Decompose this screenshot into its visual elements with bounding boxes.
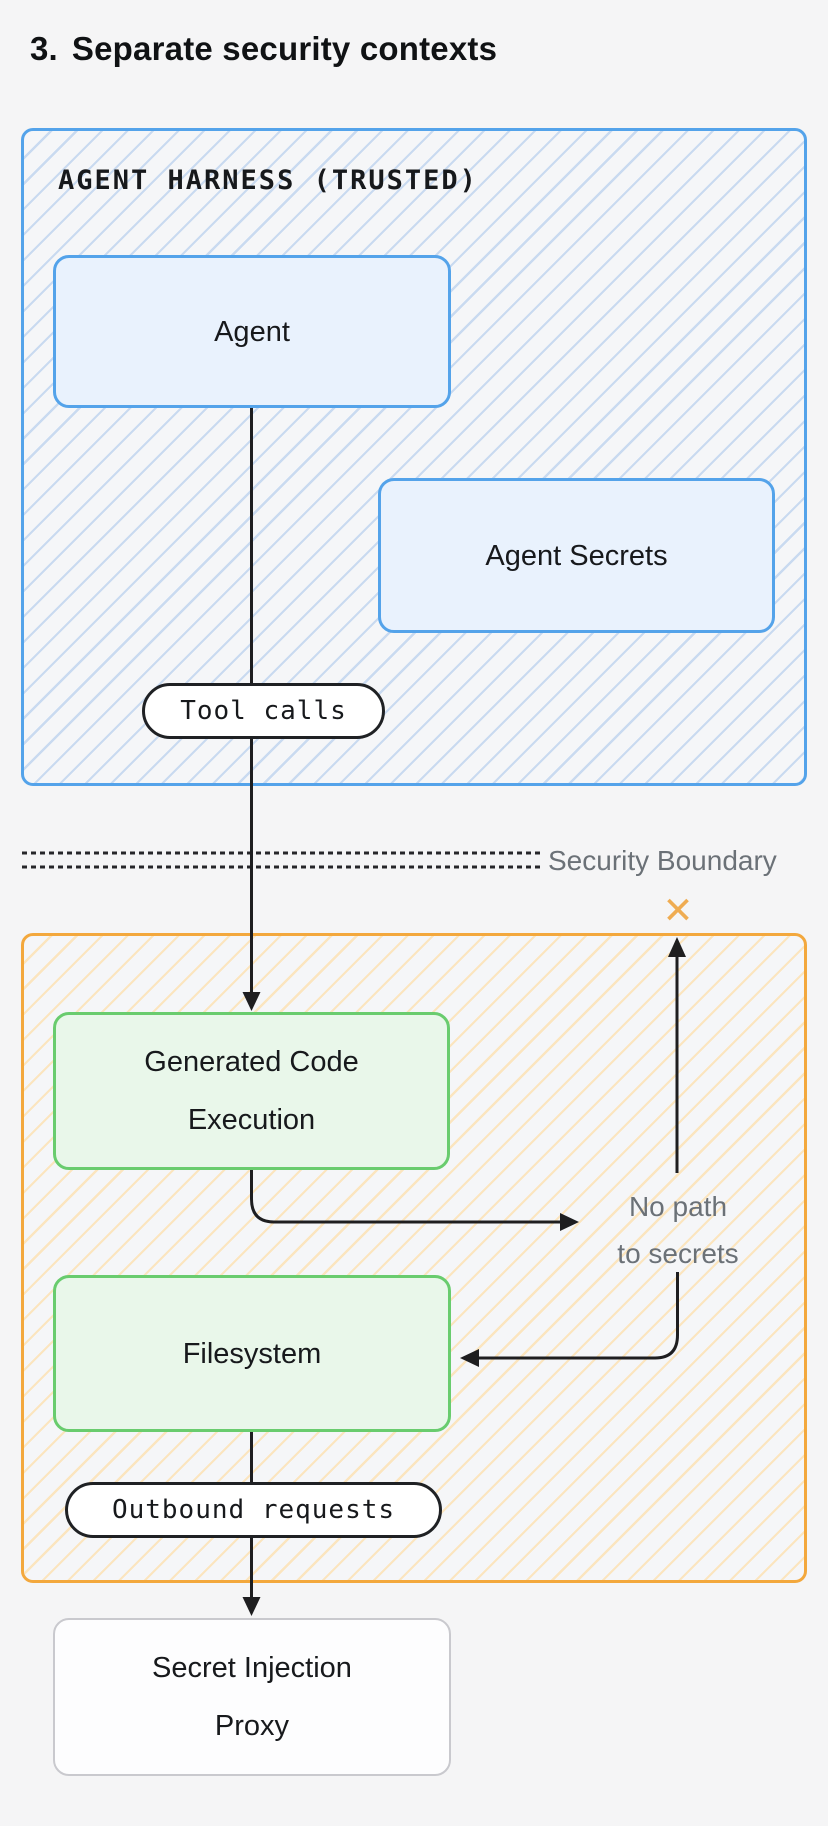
agent-harness-zone: AGENT HARNESS (TRUSTED) [21, 128, 807, 786]
secret-injection-proxy-node-label: Secret Injection Proxy [152, 1652, 352, 1742]
agent-secrets-node: Agent Secrets [378, 478, 775, 633]
outbound-requests-pill-label: Outbound requests [111, 1495, 396, 1525]
filesystem-node: Filesystem [53, 1275, 451, 1432]
security-boundary-label: Security Boundary [548, 845, 777, 876]
agent-harness-zone-label: AGENT HARNESS (TRUSTED) [58, 165, 478, 196]
agent-secrets-node-label: Agent Secrets [485, 539, 668, 572]
page-title: 3. Separate security contexts [30, 30, 497, 68]
title-text: Separate security contexts [71, 30, 498, 67]
secret-injection-proxy-node: Secret Injection Proxy [53, 1618, 451, 1776]
agent-node: Agent [53, 255, 451, 408]
outbound-requests-pill: Outbound requests [65, 1482, 442, 1538]
arrowhead-execution-to-no-path [560, 1213, 579, 1231]
no-path-line1: No path [628, 1191, 728, 1222]
blue-hatch-pattern [24, 131, 804, 783]
agent-node-label: Agent [214, 315, 290, 348]
tool-calls-pill: Tool calls [142, 683, 385, 739]
arrow-execution-to-no-path [250, 1170, 561, 1224]
arrowhead-agent-to-execution [242, 992, 261, 1011]
arrowhead-filesystem-to-proxy [242, 1597, 261, 1616]
title-number: 3. [30, 30, 58, 67]
no-path-to-secrets-annotation: No path to secrets [600, 1183, 756, 1277]
arrow-no-path-to-filesystem [478, 1272, 679, 1360]
tool-calls-pill-label: Tool calls [180, 696, 347, 726]
generated-code-execution-node: Generated Code Execution [53, 1012, 450, 1170]
generated-code-execution-node-label: Generated Code Execution [144, 1046, 359, 1136]
blocked-x-icon: ✕ [662, 889, 694, 931]
no-path-line2: to secrets [617, 1238, 739, 1269]
filesystem-node-label: Filesystem [182, 1337, 322, 1370]
arrowhead-no-path-to-filesystem [460, 1349, 479, 1367]
arrowhead-no-path-to-blocked [668, 937, 686, 957]
